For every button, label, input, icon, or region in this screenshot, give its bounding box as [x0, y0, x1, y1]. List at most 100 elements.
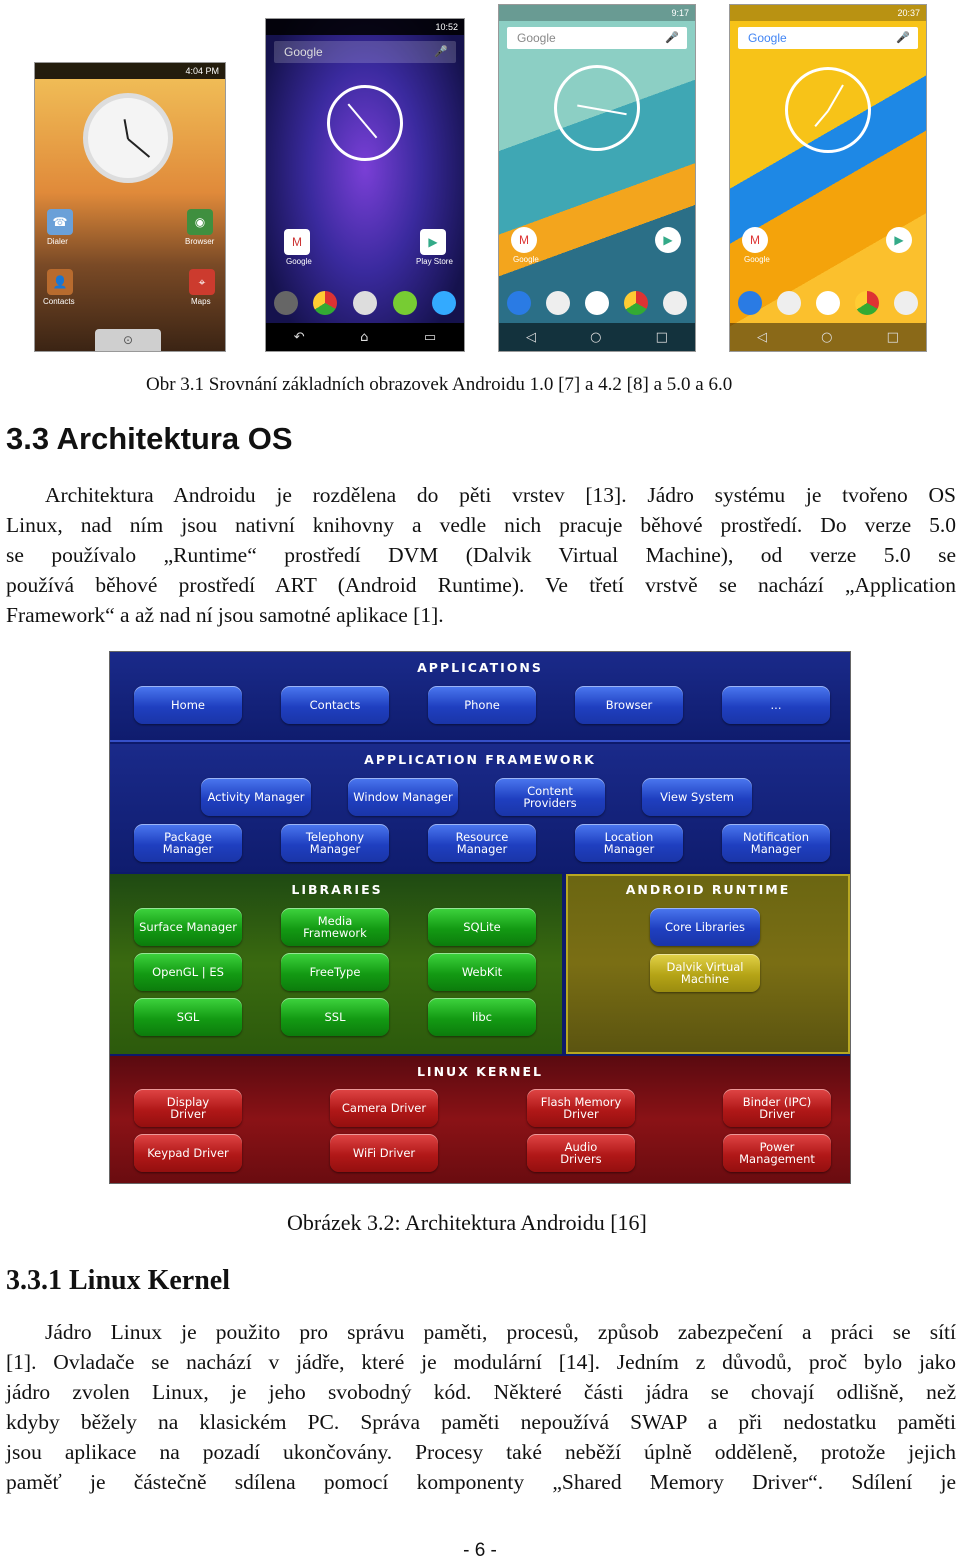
app-more: ...	[722, 686, 830, 724]
wifi-driver: WiFi Driver	[330, 1134, 438, 1172]
content-providers: Content Providers	[495, 778, 605, 816]
google-search-bar: Google🎤	[507, 27, 687, 49]
window-manager: Window Manager	[348, 778, 458, 816]
phone-screenshot-android-1-0: 4:04 PM ☎ Dialer ◉ Browser 👤 Contacts ⌖ …	[34, 62, 226, 352]
launcher-tray: ⊙	[95, 329, 161, 351]
subsection-title: 3.3.1 Linux Kernel	[6, 1265, 231, 1296]
google-search-bar: Google🎤	[738, 27, 918, 49]
app-label: Browser	[185, 237, 215, 246]
app-label: Dialer	[47, 237, 68, 246]
android-architecture-diagram: APPLICATIONS Home Contacts Phone Browser…	[109, 651, 851, 1184]
play-store-icon: ▶	[886, 227, 912, 253]
status-bar: 20:37	[730, 5, 926, 21]
recents-icon: □	[655, 329, 668, 345]
text-line: kdyby běžely na klasickém PC. Správa pam…	[6, 1410, 956, 1434]
paragraph-architecture: Architektura Androidu je rozdělena do pě…	[6, 480, 956, 630]
layer-android-runtime: ANDROID RUNTIME Core Libraries Dalvik Vi…	[566, 874, 850, 1054]
opengl-es: OpenGL | ES	[134, 953, 242, 991]
navigation-bar: ◁○□	[730, 323, 926, 351]
mic-icon: 🎤	[434, 46, 448, 58]
binder-ipc-driver: Binder (IPC) Driver	[723, 1089, 831, 1127]
layer-linux-kernel: LINUX KERNEL Display Driver Camera Drive…	[110, 1056, 850, 1183]
text-line: jádro zvolen Linux, je jeho svobodný kód…	[6, 1380, 956, 1404]
display-driver: Display Driver	[134, 1089, 242, 1127]
back-icon: ↶	[293, 329, 305, 345]
play-store-icon: ▶	[420, 229, 446, 255]
text-line: [1]. Ovladače se nachází v jádře, které …	[6, 1350, 956, 1374]
location-manager: Location Manager	[575, 824, 683, 862]
home-icon: ○	[590, 329, 602, 345]
resource-manager: Resource Manager	[428, 824, 536, 862]
text-line: se používalo „Runtime“ prostředí DVM (Da…	[6, 543, 956, 567]
page-number: - 6 -	[463, 1540, 497, 1561]
webkit: WebKit	[428, 953, 536, 991]
layer-libraries: LIBRARIES Surface Manager Media Framewor…	[110, 874, 562, 1054]
layer-title: APPLICATION FRAMEWORK	[364, 752, 596, 767]
app-phone: Phone	[428, 686, 536, 724]
audio-drivers: Audio Drivers	[527, 1134, 635, 1172]
navigation-bar: ◁ ○ □	[499, 323, 695, 351]
view-system: View System	[642, 778, 752, 816]
mic-icon: 🎤	[896, 32, 910, 44]
navigation-bar: ↶⌂▭	[266, 323, 464, 351]
surface-manager: Surface Manager	[134, 908, 242, 946]
app-label: Play Store	[416, 257, 453, 266]
libc: libc	[428, 998, 536, 1036]
layer-application-framework: APPLICATION FRAMEWORK Activity Manager W…	[110, 744, 850, 872]
app-home: Home	[134, 686, 242, 724]
app-dock	[499, 291, 695, 315]
text-line: paměť je částečně sdílena pomocí kompone…	[6, 1470, 956, 1494]
sgl: SGL	[134, 998, 242, 1036]
mic-icon: 🎤	[665, 32, 679, 44]
back-icon: ◁	[526, 329, 537, 345]
ssl: SSL	[281, 998, 389, 1036]
media-framework: Media Framework	[281, 908, 389, 946]
analog-clock-icon	[554, 65, 640, 151]
notification-manager: Notification Manager	[722, 824, 830, 862]
figure-caption: Obr 3.1 Srovnání základních obrazovek An…	[146, 374, 733, 395]
app-contacts: Contacts	[281, 686, 389, 724]
app-dock	[266, 291, 464, 315]
layer-title: LINUX KERNEL	[416, 1064, 544, 1079]
phone-screenshot-android-5-0: 9:17 Google🎤 M Google ▶ ◁ ○ □	[498, 4, 696, 352]
activity-manager: Activity Manager	[201, 778, 311, 816]
app-label: Google	[513, 255, 539, 264]
gmail-icon: M	[742, 227, 768, 253]
power-management: Power Management	[723, 1134, 831, 1172]
back-icon: ◁	[757, 329, 768, 345]
camera-driver: Camera Driver	[330, 1089, 438, 1127]
text-line: Architektura Androidu je rozdělena do pě…	[45, 483, 956, 507]
phone-screenshot-android-4-2: 10:52 Google🎤 M Google ▶ Play Store ↶⌂▭	[265, 18, 465, 352]
layer-title: APPLICATIONS	[417, 660, 543, 675]
keypad-driver: Keypad Driver	[134, 1134, 242, 1172]
recents-icon: ▭	[423, 329, 437, 345]
status-bar: 4:04 PM	[35, 63, 225, 79]
play-store-icon: ▶	[655, 227, 681, 253]
phone-screenshot-android-6-0: 20:37 Google🎤 M Google ▶ ◁○□	[729, 4, 927, 352]
text-line: používá běhové prostředí ART (Android Ru…	[6, 573, 956, 597]
freetype: FreeType	[281, 953, 389, 991]
dialer-icon: ☎	[47, 209, 73, 235]
google-search-bar: Google🎤	[274, 41, 456, 63]
status-bar: 10:52	[266, 19, 464, 35]
analog-clock-icon	[83, 93, 173, 183]
contacts-icon: 👤	[47, 269, 73, 295]
figure-caption: Obrázek 3.2: Architektura Androidu [16]	[287, 1210, 647, 1235]
status-bar: 9:17	[499, 5, 695, 21]
app-label: Google	[744, 255, 770, 264]
gmail-icon: M	[511, 227, 537, 253]
layer-title: LIBRARIES	[291, 882, 383, 897]
sqlite: SQLite	[428, 908, 536, 946]
home-icon: ○	[821, 329, 833, 345]
analog-clock-icon	[327, 85, 403, 161]
maps-icon: ⌖	[189, 269, 215, 295]
analog-clock-icon	[785, 67, 871, 153]
app-label: Google	[286, 257, 312, 266]
text-line: Framework“ a až nad ní jsou samotné apli…	[6, 603, 444, 627]
app-dock	[730, 291, 926, 315]
telephony-manager: Telephony Manager	[281, 824, 389, 862]
app-browser: Browser	[575, 686, 683, 724]
core-libraries: Core Libraries	[650, 908, 760, 946]
app-label: Contacts	[43, 297, 75, 306]
gmail-icon: M	[284, 229, 310, 255]
